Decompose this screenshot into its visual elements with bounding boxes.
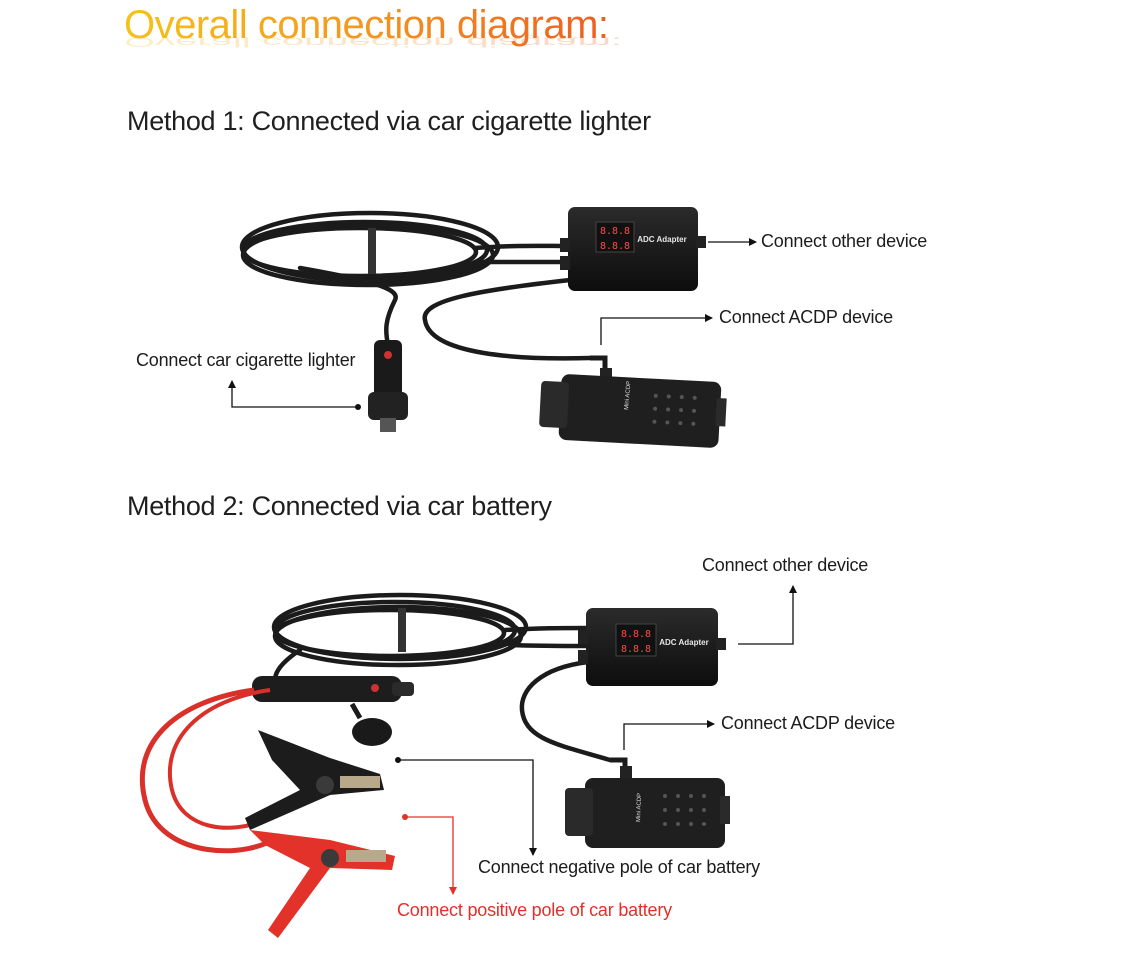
- lighter-socket: [252, 676, 414, 746]
- label-connect-acdp-device-1: Connect ACDP device: [719, 307, 893, 327]
- label-connect-other-device-1: Connect other device: [761, 231, 928, 251]
- adapter-display-bottom-2: 8.8.8: [621, 644, 651, 655]
- label-connect-other-device-2: Connect other device: [702, 555, 869, 575]
- adapter-brand-2: ADC Adapter: [659, 638, 708, 647]
- acdp-brand-2: Mini ACDP: [636, 793, 643, 822]
- method-1-diagram: 8.8.8 8.8.8 ADC Adapter Mini ACDP: [228, 207, 757, 448]
- arrow-acdp-2: [623, 720, 715, 750]
- dot-cigarette-lighter: [355, 404, 361, 410]
- cable-coil-2: [271, 592, 613, 763]
- acdp-brand-1: Mini ACDP: [624, 381, 633, 410]
- acdp-device-1: Mini ACDP: [539, 355, 727, 448]
- title-block: Overall connection diagram: Overall conn…: [124, 2, 622, 96]
- arrow-cigarette-lighter: [228, 380, 360, 408]
- acdp-device-2: Mini ACDP: [565, 757, 730, 848]
- adapter-display-bottom-1: 8.8.8: [600, 241, 630, 252]
- arrow-acdp-1: [600, 314, 713, 345]
- adapter-display-top-2: 8.8.8: [621, 629, 651, 640]
- cable-tie-2: [398, 608, 406, 652]
- label-connect-negative-pole: Connect negative pole of car battery: [478, 857, 760, 877]
- cable-tie-1: [368, 228, 376, 274]
- red-positive-lead: [139, 687, 282, 854]
- red-lead-inner: [167, 688, 271, 830]
- page-title: Overall connection diagram:: [124, 2, 622, 48]
- arrow-positive-pole: [405, 816, 457, 895]
- adapter-brand-1: ADC Adapter: [637, 235, 686, 244]
- dot-positive-pole: [402, 814, 408, 820]
- label-connect-acdp-device-2: Connect ACDP device: [721, 713, 895, 733]
- cable-coil-1: [239, 210, 593, 361]
- method-1-heading: Method 1: Connected via car cigarette li…: [127, 106, 651, 136]
- black-clamp: [245, 730, 384, 830]
- arrow-negative-pole: [398, 759, 537, 856]
- label-connect-cigarette-lighter: Connect car cigarette lighter: [136, 350, 356, 370]
- cigarette-lighter-plug: [368, 340, 408, 432]
- red-clamp: [250, 830, 395, 938]
- arrow-other-device-2: [738, 585, 797, 645]
- method-2-heading: Method 2: Connected via car battery: [127, 491, 552, 521]
- label-connect-positive-pole: Connect positive pole of car battery: [397, 900, 672, 920]
- dot-negative-pole: [395, 757, 401, 763]
- adapter-display-top-1: 8.8.8: [600, 226, 630, 237]
- adc-adapter-1: 8.8.8 8.8.8 ADC Adapter: [560, 207, 706, 291]
- method-2-diagram: 8.8.8 8.8.8 ADC Adapter: [139, 585, 797, 938]
- adc-adapter-2: 8.8.8 8.8.8 ADC Adapter: [578, 608, 726, 686]
